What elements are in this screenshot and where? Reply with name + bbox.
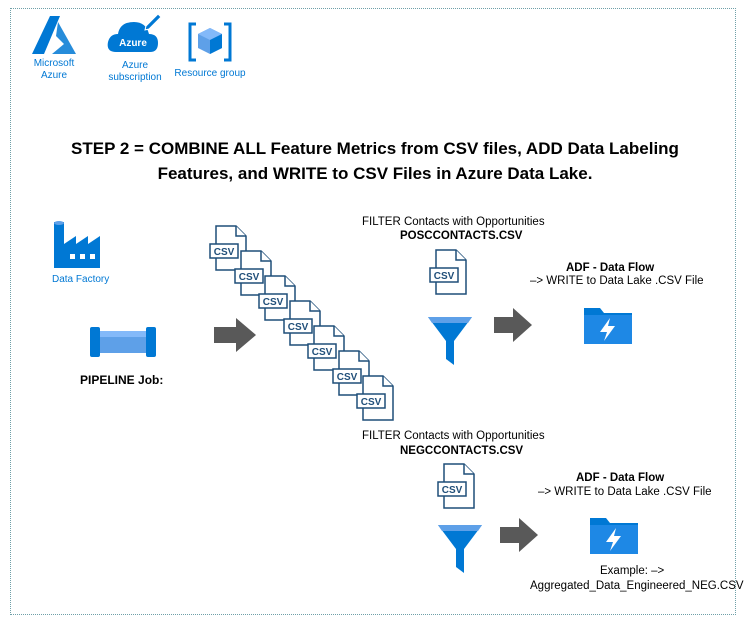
pos-filter-text: FILTER Contacts with Opportunities — [362, 216, 545, 228]
neg-example-file: Aggregated_Data_Engineered_NEG.CSV — [530, 580, 744, 592]
azure-logo-icon — [30, 14, 78, 56]
neg-csv-file-icon: CSV — [436, 462, 478, 510]
data-factory-label: Data Factory — [52, 274, 110, 285]
page-title: STEP 2 = COMBINE ALL Feature Metrics fro… — [40, 136, 710, 186]
title-line-2: Features, and WRITE to CSV Files in Azur… — [157, 164, 593, 183]
svg-text:CSV: CSV — [238, 272, 259, 283]
pos-arrow-right-icon — [494, 308, 532, 342]
svg-text:CSV: CSV — [442, 485, 463, 496]
neg-flow-desc: –> WRITE to Data Lake .CSV File — [538, 486, 712, 498]
csv-file-icon: CSV — [306, 324, 348, 372]
neg-filter-funnel-icon — [436, 523, 484, 575]
neg-filter-text: FILTER Contacts with Opportunities — [362, 430, 545, 442]
pipeline-label: PIPELINE Job: — [80, 373, 164, 387]
resource-group-label: Resource group — [174, 68, 246, 79]
svg-text:CSV: CSV — [287, 322, 308, 333]
svg-text:CSV: CSV — [312, 347, 333, 358]
neg-data-lake-folder-icon — [588, 514, 640, 556]
svg-text:CSV: CSV — [214, 247, 235, 258]
svg-text:CSV: CSV — [263, 297, 284, 308]
neg-file-name: NEGCCONTACTS.CSV — [400, 445, 524, 457]
pos-flow-desc: –> WRITE to Data Lake .CSV File — [530, 275, 704, 287]
svg-text:CSV: CSV — [361, 397, 382, 408]
azure-subscription-icon: Azure — [106, 12, 162, 58]
subscription-badge-text: Azure — [119, 38, 147, 49]
azure-logo-label: Microsoft Azure — [33, 58, 75, 81]
csv-file-icon: CSV — [282, 299, 324, 347]
pipeline-icon — [88, 325, 158, 359]
csv-file-icon: CSV — [331, 349, 373, 397]
csv-file-icon: CSV — [355, 374, 397, 422]
svg-text:CSV: CSV — [434, 271, 455, 282]
resource-group-icon — [188, 20, 232, 64]
diagram-frame — [10, 8, 736, 615]
pos-csv-file-icon: CSV — [428, 248, 470, 296]
pos-flow-title: ADF - Data Flow — [566, 262, 655, 274]
neg-arrow-right-icon — [500, 518, 538, 552]
azure-subscription-label: Azure subscription — [108, 60, 162, 83]
neg-flow-title: ADF - Data Flow — [576, 472, 665, 484]
title-line-1: STEP 2 = COMBINE ALL Feature Metrics fro… — [71, 139, 679, 158]
csv-file-icon: CSV — [257, 274, 299, 322]
data-factory-icon — [52, 220, 108, 270]
pos-data-lake-folder-icon — [582, 304, 634, 346]
csv-file-icon: CSV — [233, 249, 275, 297]
neg-example-label: Example: –> — [600, 565, 665, 577]
pos-file-name: POSCCONTACTS.CSV — [400, 230, 523, 242]
pos-filter-funnel-icon — [426, 315, 474, 367]
svg-text:CSV: CSV — [336, 372, 357, 383]
arrow-right-icon — [214, 318, 256, 352]
